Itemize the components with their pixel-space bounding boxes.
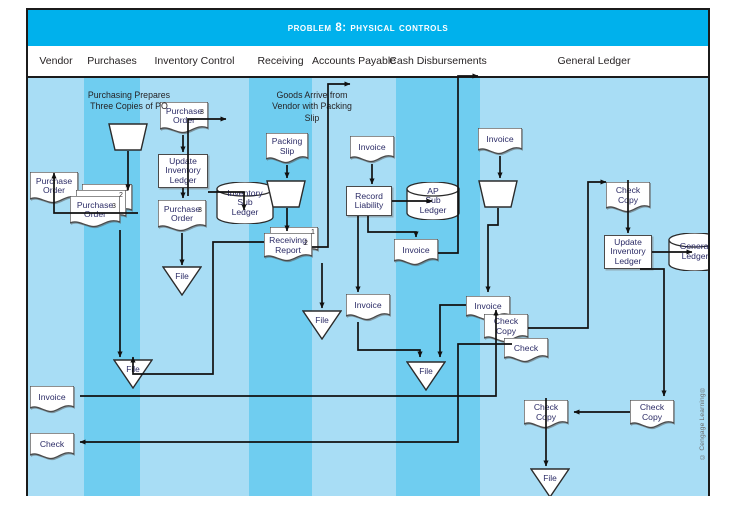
node-label: File <box>315 315 329 325</box>
node-label: Ledger <box>614 255 642 266</box>
column-header-cash-disbursements: Cash Disbursements <box>389 46 486 76</box>
column-header-accounts-payable: Accounts Payable <box>312 46 396 76</box>
title-bar: Problem 8: Physical Controls <box>28 10 708 46</box>
cd-check[interactable]: Check <box>504 338 548 364</box>
column-header-label: General Ledger <box>557 55 631 67</box>
swimlane-vendor <box>28 78 84 496</box>
copy-number: 3 <box>200 109 204 116</box>
vendor-invoice[interactable]: Invoice <box>30 386 74 414</box>
copy-number: 3 <box>198 207 202 214</box>
ap-invoice-mid[interactable]: Invoice <box>394 239 438 267</box>
copyright-notice: © Cengage Learning® <box>699 386 706 460</box>
ap-invoice-bottom[interactable]: Invoice <box>346 294 390 322</box>
ap-invoice-top[interactable]: Invoice <box>350 136 394 164</box>
column-header-label: Receiving <box>257 55 304 67</box>
column-header-purchases: Purchases <box>84 46 140 76</box>
column-header-receiving: Receiving <box>249 46 312 76</box>
node-label: Update <box>169 155 197 166</box>
page-title: Problem 8: Physical Controls <box>287 22 449 34</box>
chart-frame: Problem 8: Physical Controls VendorPurch… <box>26 8 710 496</box>
column-header-label: Cash Disbursements <box>389 55 487 67</box>
node-label: File <box>126 364 140 374</box>
node-label: Inventory <box>165 165 201 176</box>
node-label: File <box>419 366 433 376</box>
note-purchasing: Purchasing Prepares Three Copies of PO <box>87 90 171 112</box>
column-header-label: Inventory Control <box>154 55 235 67</box>
column-header-general-ledger: General Ledger <box>480 46 708 76</box>
column-header-label: Purchases <box>87 55 137 67</box>
cd-file[interactable]: File <box>530 468 570 496</box>
swimlane-cash-disbursements <box>396 78 480 496</box>
column-header-vendor: Vendor <box>28 46 84 76</box>
node-label: Record <box>355 190 383 201</box>
column-header-inventory-control: Inventory Control <box>140 46 249 76</box>
node-label: File <box>175 271 189 281</box>
column-header-strip: Vendor Purchases Inventory Control Receivin… <box>28 46 708 78</box>
vendor-check[interactable]: Check <box>30 433 74 461</box>
node-label: Ledger <box>169 174 197 185</box>
node-label: File <box>543 473 557 483</box>
column-header-label: Accounts Payable <box>311 55 397 67</box>
note-goods-arrive: Goods Arrive from Vendor with Packing Sl… <box>272 90 352 123</box>
ap-file[interactable]: File <box>406 361 446 391</box>
node-label: Liability <box>354 200 384 210</box>
cd-invoice-top[interactable]: Invoice <box>478 128 522 156</box>
column-header-label: Vendor <box>39 55 73 67</box>
purchases-manual-prepare[interactable] <box>108 123 148 151</box>
rec-file[interactable]: File <box>302 310 342 340</box>
node-label: Update <box>614 236 642 247</box>
rec-manual-receive[interactable] <box>266 180 306 208</box>
cd-manual-disburse[interactable] <box>478 180 518 208</box>
purchases-file[interactable]: File <box>113 359 153 389</box>
inv-file[interactable]: File <box>162 266 202 296</box>
copy-number: 2 <box>304 240 308 247</box>
copy-number: 3 <box>112 203 116 210</box>
node-label: Inventory <box>610 246 646 257</box>
